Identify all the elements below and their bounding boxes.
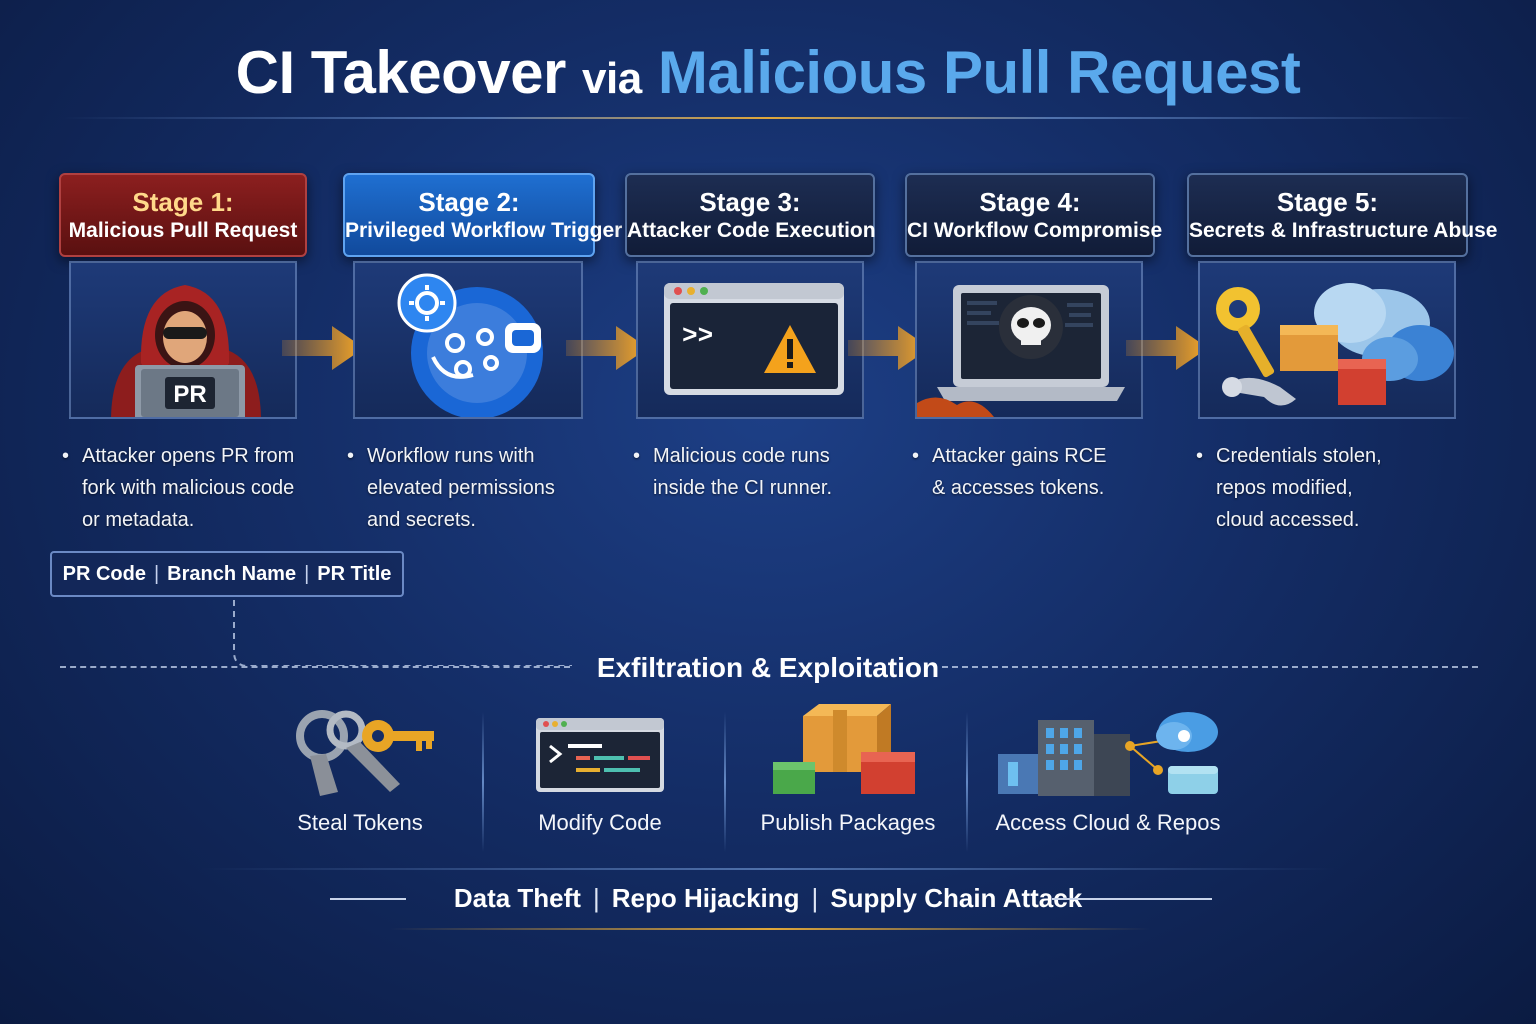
- stage-2-desc-line-1: Workflow runs with: [367, 445, 535, 467]
- impact-supply-chain: Supply Chain Attack: [830, 883, 1083, 913]
- footer-underline: [390, 928, 1150, 930]
- stage-2-name: Privileged Workflow Trigger: [345, 219, 623, 242]
- arrow-4-icon: [1126, 326, 1208, 370]
- stage-1-desc-line-2: fork with malicious code: [82, 477, 295, 499]
- impact-data-theft: Data Theft: [453, 883, 581, 913]
- divider-3: [966, 712, 968, 852]
- divider-1: [482, 712, 484, 852]
- stage-4-desc-line-2: & accesses tokens.: [932, 477, 1105, 499]
- terminal-warning-icon: >>: [664, 283, 844, 395]
- access-cloud-label: Access Cloud & Repos: [995, 810, 1221, 835]
- stage-3-header: Stage 3: Attacker Code Execution: [625, 173, 876, 257]
- footer-line-left: [330, 898, 406, 900]
- stage-2-number: Stage 2:: [418, 187, 520, 217]
- arrow-3-icon: [848, 326, 930, 370]
- steal-tokens-label: Steal Tokens: [297, 810, 423, 835]
- footer-line-right: [1052, 898, 1212, 900]
- stage-4-number: Stage 4:: [979, 187, 1081, 217]
- stage-5-name: Secrets & Infrastructure Abuse: [1189, 219, 1498, 242]
- arrow-2-icon: [566, 326, 648, 370]
- stage-1-desc-line-3: or metadata.: [82, 509, 195, 531]
- hooded-hacker-laptop-icon: PR: [111, 285, 261, 417]
- stage-3-number: Stage 3:: [699, 187, 801, 217]
- stage-1-description: • Attacker opens PR from fork with malic…: [62, 440, 295, 536]
- laptop-pr-label: PR: [173, 381, 206, 408]
- workflow-gear-icon: [397, 273, 543, 417]
- stage-4: Stage 4: CI Workflow Compromise: [905, 173, 1163, 419]
- exfil-steal-tokens: Steal Tokens: [250, 700, 470, 838]
- exfil-access-cloud: Access Cloud & Repos: [988, 700, 1228, 838]
- stage-3-description: • Malicious code runs inside the CI runn…: [633, 440, 832, 504]
- stage-3-desc-line-2: inside the CI runner.: [653, 477, 832, 499]
- exfil-dash-right: [942, 666, 1478, 668]
- pr-title-tag: PR Title: [317, 563, 392, 585]
- exfil-publish-packages: Publish Packages: [738, 700, 958, 838]
- stage-5-number: Stage 5:: [1276, 187, 1379, 217]
- stage-1-number: Stage 1:: [132, 187, 234, 217]
- title-part-2: via: [582, 54, 642, 103]
- stage-1-illustration: PR: [69, 261, 297, 419]
- stage-5-description: • Credentials stolen, repos modified, cl…: [1196, 440, 1382, 536]
- bottom-separator: [200, 868, 1336, 870]
- stage-4-description: • Attacker gains RCE & accesses tokens.: [912, 440, 1107, 504]
- exfil-modify-code: Modify Code: [490, 700, 710, 838]
- terminal-prompt: >>: [682, 321, 713, 351]
- packages-icon: [773, 704, 915, 794]
- stage-2-desc-line-2: elevated permissions: [367, 477, 555, 499]
- keys-icon: [296, 710, 434, 796]
- stage-2: Stage 2: Privileged Workflow Trigger: [343, 173, 623, 419]
- modify-code-label: Modify Code: [538, 810, 662, 835]
- branch-name-tag: Branch Name: [167, 563, 297, 585]
- stage-3-illustration: >>: [636, 261, 864, 419]
- stage-2-desc-line-3: and secrets.: [367, 509, 476, 531]
- stage-1-desc-line-1: Attacker opens PR from: [82, 445, 295, 467]
- pr-code-tag: PR Code: [62, 563, 146, 585]
- impact-repo-hijacking: Repo Hijacking: [611, 883, 800, 913]
- arrow-1-icon: [282, 326, 364, 370]
- stage-2-illustration: [353, 261, 583, 419]
- stage-5-desc-line-2: repos modified,: [1216, 477, 1353, 499]
- divider-2: [724, 712, 726, 852]
- stage-1-header: Stage 1: Malicious Pull Request: [59, 173, 307, 257]
- title-underline: [60, 117, 1476, 119]
- stage-5-header: Stage 5: Secrets & Infrastructure Abuse: [1187, 173, 1498, 257]
- stage-2-description: • Workflow runs with elevated permission…: [347, 440, 555, 536]
- pr-metadata-box: PR Code|Branch Name|PR Title: [50, 551, 404, 597]
- code-editor-icon: [536, 718, 664, 792]
- stage-4-header: Stage 4: CI Workflow Compromise: [905, 173, 1163, 257]
- stage-4-desc-line-1: Attacker gains RCE: [932, 445, 1107, 467]
- title-part-1: CI Takeover: [235, 39, 567, 106]
- stage-1: Stage 1: Malicious Pull Request PR: [59, 173, 307, 419]
- stage-5-illustration: [1198, 261, 1456, 419]
- page-title: CI Takeover via Malicious Pull Request: [0, 38, 1536, 107]
- impact-summary: Data Theft|Repo Hijacking|Supply Chain A…: [453, 883, 1083, 913]
- stage-5-desc-line-1: Credentials stolen,: [1216, 445, 1382, 467]
- stage-2-header: Stage 2: Privileged Workflow Trigger: [343, 173, 623, 257]
- stage-4-illustration: [915, 261, 1143, 419]
- exfil-dash-left: [60, 666, 570, 668]
- stage-3-desc-line-1: Malicious code runs: [653, 445, 830, 467]
- stage-5: Stage 5: Secrets & Infrastructure Abuse: [1187, 173, 1498, 419]
- exfiltration-title: Exfiltration & Exploitation: [596, 652, 940, 683]
- stage-1-name: Malicious Pull Request: [68, 219, 298, 242]
- stage-5-desc-line-3: cloud accessed.: [1216, 509, 1360, 531]
- stage-3: Stage 3: Attacker Code Execution >>: [625, 173, 876, 419]
- key-packages-cloud-icon: [1216, 283, 1454, 406]
- stage-4-name: CI Workflow Compromise: [907, 219, 1163, 242]
- title-part-3: Malicious Pull Request: [657, 39, 1301, 106]
- publish-packages-label: Publish Packages: [760, 810, 936, 835]
- building-cloud-icon: [998, 712, 1218, 796]
- skull-laptop-icon: [917, 285, 1125, 417]
- stage-3-name: Attacker Code Execution: [627, 219, 876, 242]
